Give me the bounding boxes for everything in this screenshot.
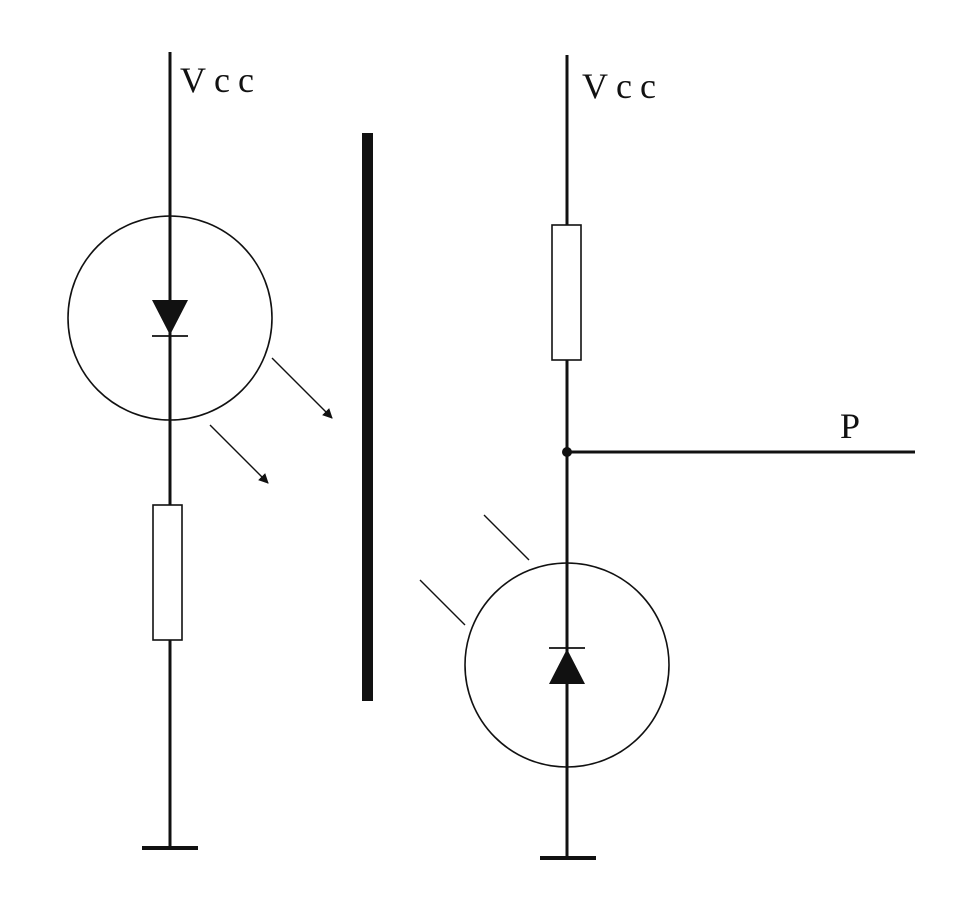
emission-arrow-lower — [209, 424, 269, 484]
barrier-plate — [362, 133, 373, 701]
left-vcc-label: Vcc — [180, 60, 262, 100]
detector-resistor — [551, 224, 582, 361]
emitter-resistor — [152, 504, 183, 641]
detector-circuit: P Vcc — [419, 55, 915, 860]
emission-arrow-upper — [271, 357, 333, 419]
photodiode-icon — [549, 649, 585, 684]
light-ray-upper — [483, 514, 530, 561]
right-vcc-label: Vcc — [582, 66, 664, 106]
output-p-label: P — [840, 406, 860, 446]
led-diode-icon — [152, 300, 188, 335]
photodiode-envelope — [464, 562, 670, 768]
light-ray-lower — [419, 579, 466, 626]
emitter-circuit: Vcc — [67, 52, 333, 850]
led-envelope — [67, 215, 273, 421]
